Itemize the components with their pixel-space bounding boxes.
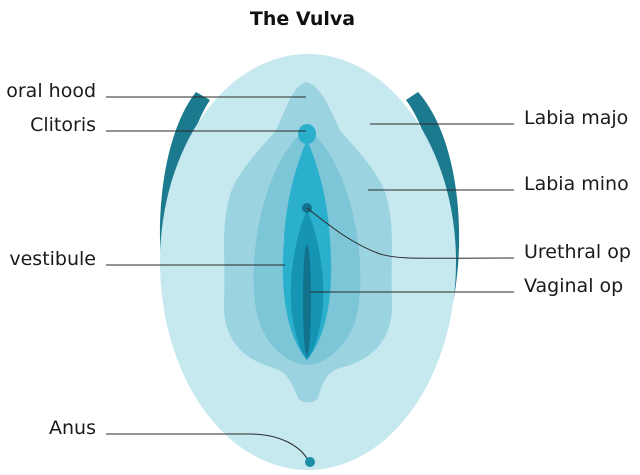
label-urethral-opening: Urethral op [524, 241, 631, 263]
leader-anus [106, 433, 309, 461]
label-vaginal-opening: Vaginal op [524, 275, 624, 297]
leader-urethral-opening [306, 207, 515, 259]
label-clitoral-hood: oral hood [6, 80, 96, 102]
anus-dot [305, 457, 315, 467]
vaginal-opening-shape [303, 244, 311, 356]
label-clitoris: Clitoris [30, 114, 96, 136]
label-vestibule: vestibule [9, 248, 96, 270]
label-labia-minora: Labia mino [524, 173, 629, 195]
page-title: The Vulva [249, 8, 356, 30]
clitoris-shape [298, 124, 316, 144]
label-labia-majora: Labia majo [524, 107, 629, 129]
label-anus: Anus [49, 417, 96, 439]
